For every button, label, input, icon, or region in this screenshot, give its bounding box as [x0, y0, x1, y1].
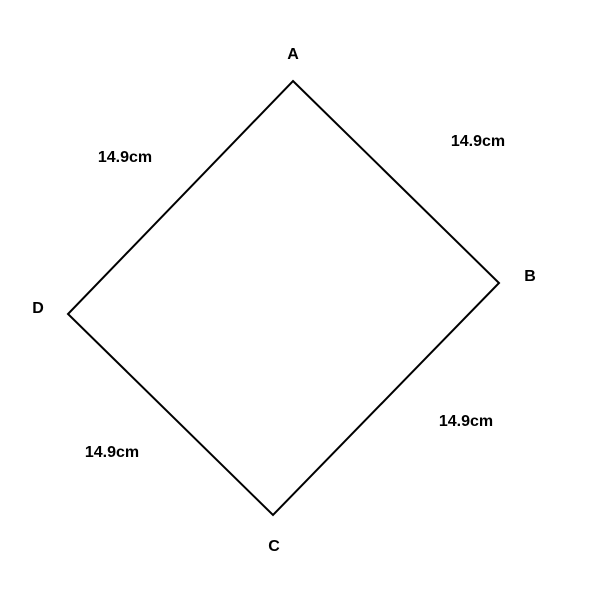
vertex-label-b: B — [524, 268, 536, 285]
side-label-da: 14.9cm — [98, 149, 152, 166]
vertex-label-a: A — [287, 46, 299, 63]
vertex-label-c: C — [268, 538, 280, 555]
rhombus-shape — [66, 79, 501, 517]
vertex-label-d: D — [32, 300, 44, 317]
side-label-cd: 14.9cm — [85, 444, 139, 461]
side-label-ab: 14.9cm — [451, 133, 505, 150]
side-label-bc: 14.9cm — [439, 413, 493, 430]
